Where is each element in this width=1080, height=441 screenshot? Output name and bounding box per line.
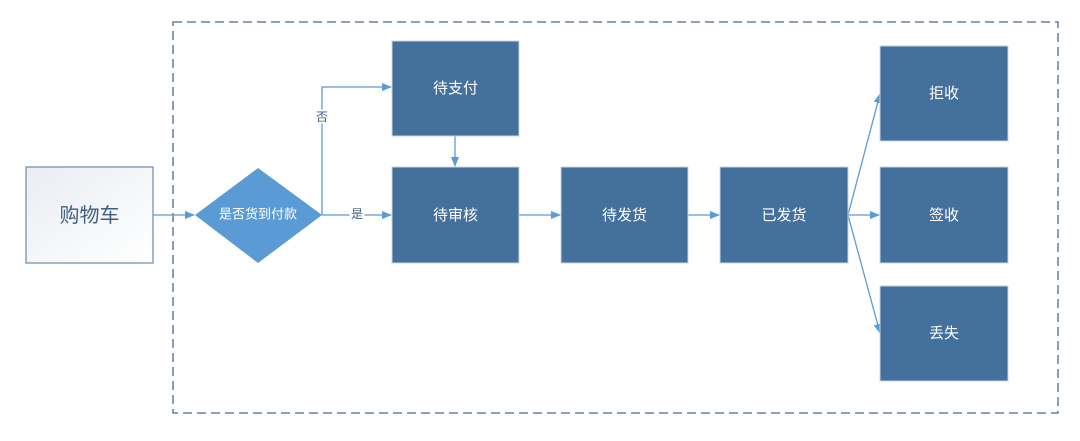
node-lost[interactable]: 丢失 [879, 285, 1009, 382]
edge-no-label: 否 [316, 110, 328, 124]
start-label: 购物车 [60, 203, 120, 227]
node-label: 已发货 [761, 206, 806, 224]
node-pending-review[interactable]: 待审核 [391, 166, 520, 264]
edge-yes-label: 是 [351, 207, 363, 221]
node-label: 待发货 [602, 206, 647, 224]
node-pending-payment[interactable]: 待支付 [391, 40, 520, 137]
node-shipped[interactable]: 已发货 [719, 166, 849, 264]
node-pending-shipment[interactable]: 待发货 [560, 166, 689, 264]
node-label: 签收 [929, 206, 959, 224]
decision-cod[interactable]: 是否货到付款 [195, 168, 322, 263]
edge-decision-no [321, 83, 392, 215]
node-signed[interactable]: 签收 [879, 166, 1009, 264]
node-label: 拒收 [929, 84, 959, 102]
node-label: 待审核 [433, 206, 478, 224]
decision-label: 是否货到付款 [219, 207, 297, 223]
start-node-cart[interactable]: 购物车 [25, 166, 154, 264]
node-label: 丢失 [929, 324, 959, 342]
process-container [172, 21, 1059, 414]
edge-shipped-to-lost [847, 214, 882, 334]
node-rejected[interactable]: 拒收 [879, 45, 1009, 142]
edge-shipped-to-rejected [847, 93, 882, 216]
node-label: 待支付 [433, 79, 478, 97]
